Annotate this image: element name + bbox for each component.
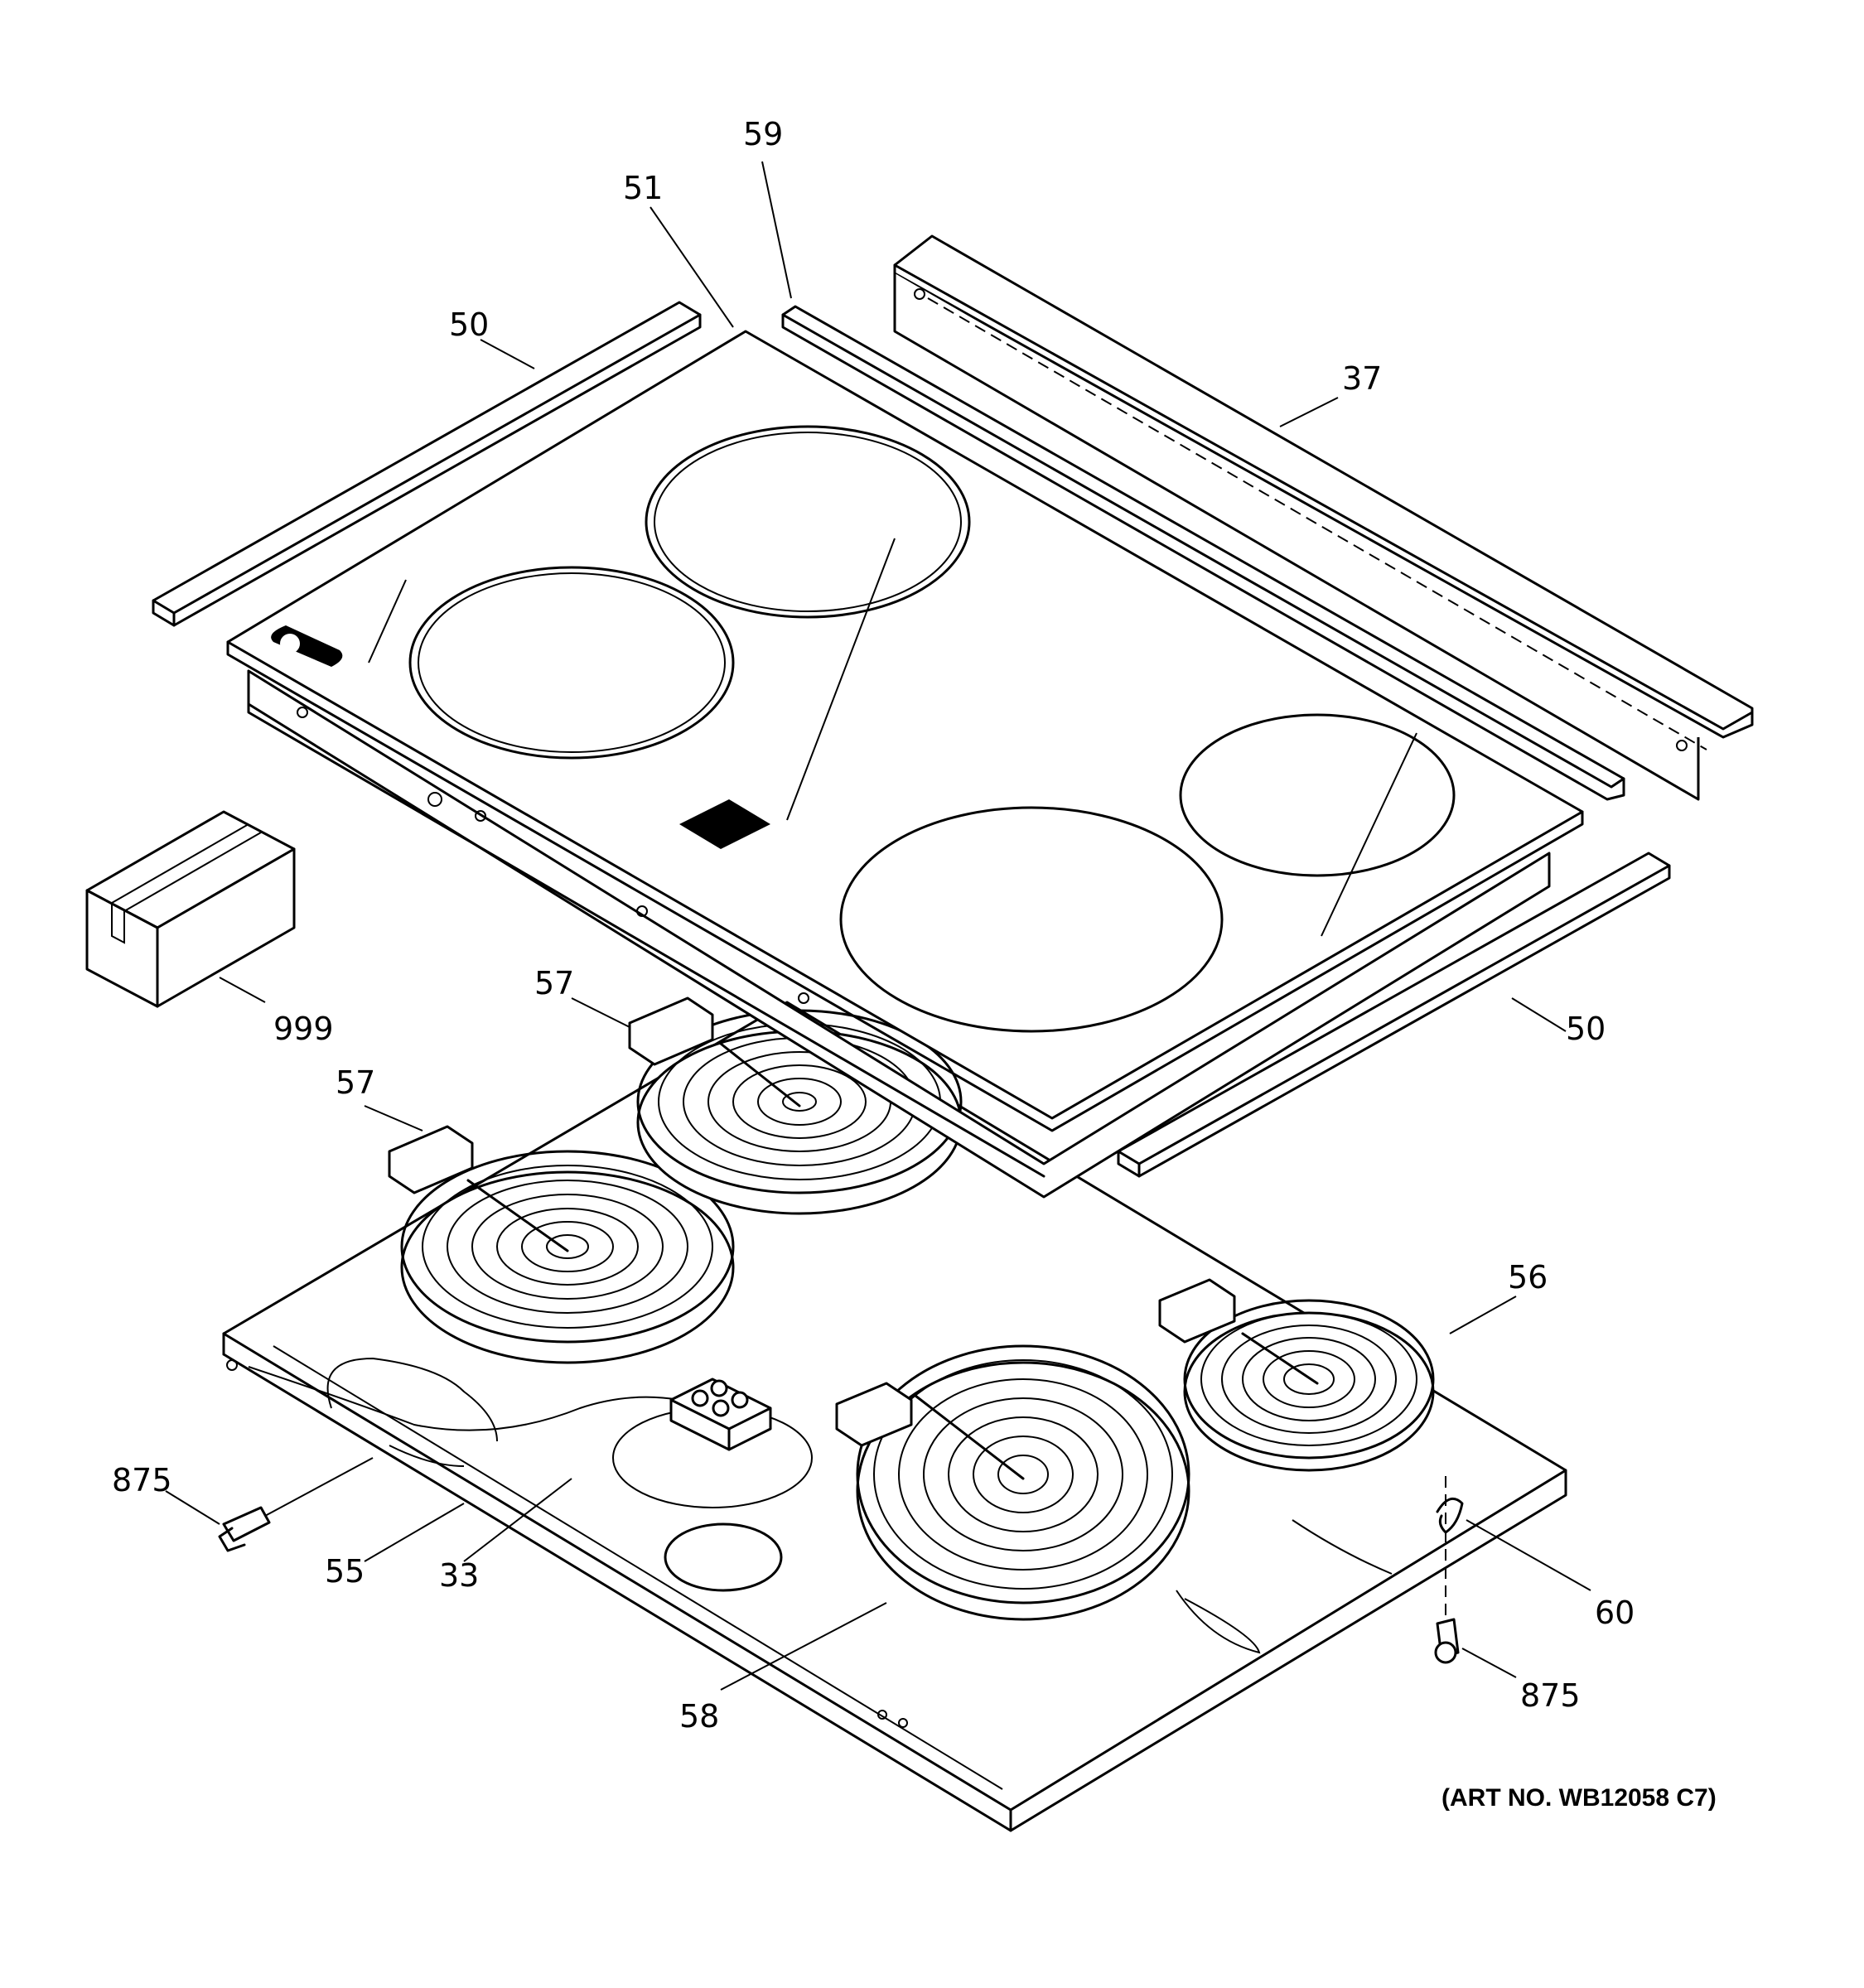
screw-right xyxy=(1434,1474,1460,1664)
callout-33: 33 xyxy=(439,1557,479,1594)
callout-labels: 59 51 50 37 999 57 50 57 56 875 55 33 60… xyxy=(112,116,1717,1812)
screw-left xyxy=(218,1457,374,1552)
trim-strip-left xyxy=(152,301,702,627)
rear-bracket-37 xyxy=(893,234,1754,801)
element-58 xyxy=(835,1344,1190,1621)
callout-59: 59 xyxy=(743,116,783,152)
callout-875-right: 875 xyxy=(1520,1677,1581,1714)
callout-51: 51 xyxy=(623,170,663,206)
rear-trim-59 xyxy=(781,305,1625,801)
callout-55: 55 xyxy=(325,1553,365,1590)
wiring-harness xyxy=(248,1357,813,1592)
callout-50-right: 50 xyxy=(1566,1011,1606,1047)
callout-56: 56 xyxy=(1508,1259,1548,1296)
leader-lines xyxy=(165,161,1591,1691)
callout-60: 60 xyxy=(1595,1595,1635,1631)
callout-58: 58 xyxy=(679,1698,719,1735)
callout-875-left: 875 xyxy=(112,1462,172,1498)
logo-badge xyxy=(271,625,343,667)
callout-50-left: 50 xyxy=(449,306,489,343)
terminal-block xyxy=(669,1378,772,1451)
element-56 xyxy=(1158,1278,1435,1472)
callout-999: 999 xyxy=(273,1011,334,1047)
element-57-left xyxy=(388,1125,735,1364)
callout-37: 37 xyxy=(1342,360,1382,397)
clip xyxy=(1436,1497,1464,1534)
carton-box xyxy=(85,810,296,1008)
trim-strip-right xyxy=(1117,852,1671,1178)
callout-57-rear: 57 xyxy=(534,965,574,1001)
control-badge xyxy=(679,799,770,849)
callout-57-left: 57 xyxy=(336,1064,375,1101)
art-number: (ART NO. WB12058 C7) xyxy=(1441,1784,1717,1812)
cooktop-glass xyxy=(226,330,1584,1199)
